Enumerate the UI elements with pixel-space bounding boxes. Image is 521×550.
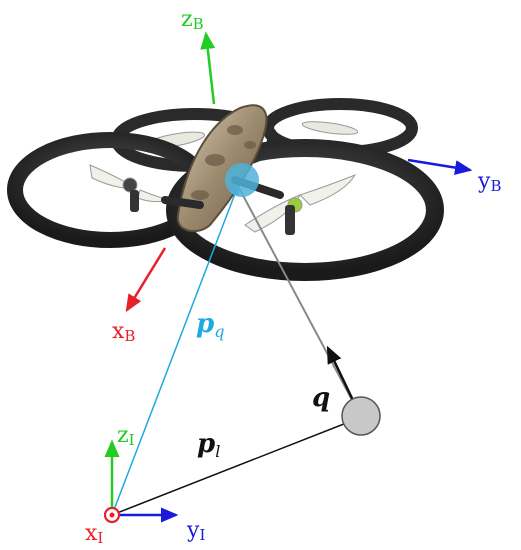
body-z-axis	[200, 31, 216, 105]
rotor-guard-front-right	[166, 139, 444, 281]
label-zB: zB	[181, 7, 204, 33]
propeller-back-right	[301, 121, 359, 135]
vector-pq	[111, 184, 239, 516]
motor-mounts	[130, 190, 295, 235]
inertial-origin-icon	[103, 506, 121, 524]
label-q: q	[312, 383, 330, 413]
body-y-axis	[407, 158, 473, 176]
label-pl: pl	[197, 429, 220, 461]
cable-line	[237, 185, 361, 416]
propeller-front-right	[244, 173, 357, 233]
label-xB: xB	[112, 319, 135, 345]
label-zI: zI	[117, 423, 135, 449]
label-xI: xI	[85, 521, 103, 547]
label-pq: pq	[196, 309, 224, 341]
quad-attach-point-icon	[225, 163, 259, 197]
body-x-axis	[125, 247, 167, 313]
label-yB: yB	[477, 169, 501, 195]
hull-camo-pattern	[191, 125, 256, 200]
suspended-load-icon	[341, 396, 381, 436]
label-yI: yI	[186, 518, 205, 544]
propeller-front-left	[89, 164, 171, 203]
vector-pl	[111, 419, 356, 516]
quadrotor-drone-icon	[7, 98, 444, 281]
